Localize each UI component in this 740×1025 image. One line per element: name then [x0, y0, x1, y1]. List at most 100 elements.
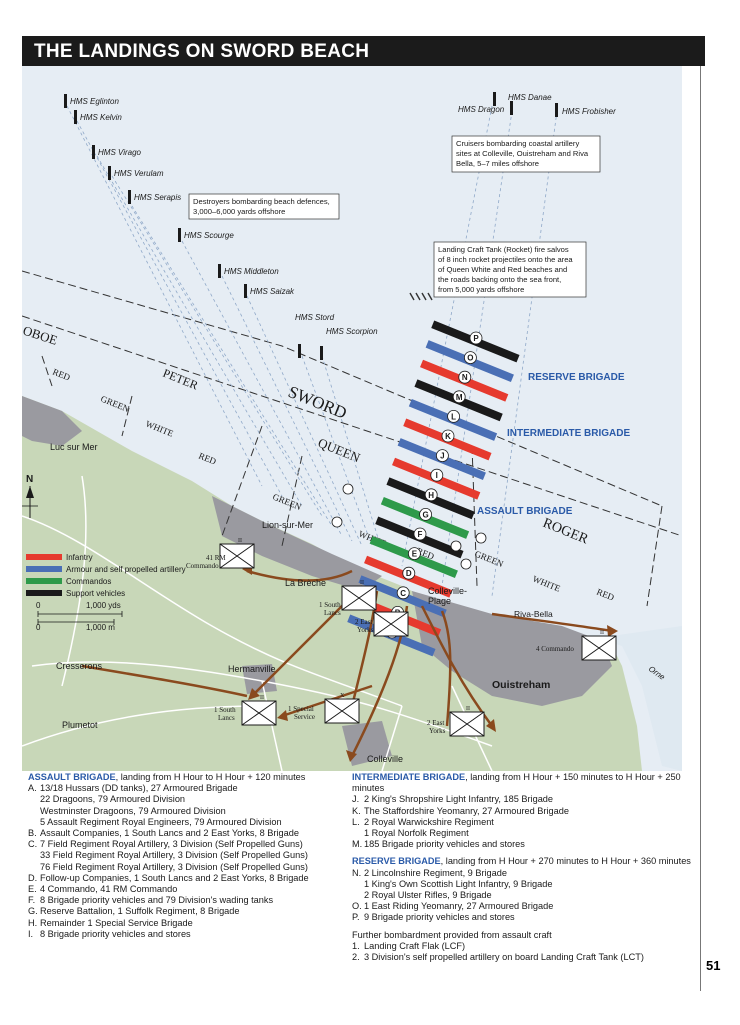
note-assault-letter: G. [28, 906, 38, 917]
callout-cruisers-line3: Bella, 5–7 miles offshore [456, 159, 539, 168]
note-assault-row: 5 Assault Regiment Royal Engineers, 79 A… [28, 817, 346, 828]
unit-label-southlancs-a2: Lancs [324, 609, 341, 617]
note-assault-text: 13/18 Hussars (DD tanks), 27 Armoured Br… [40, 783, 238, 794]
notes-assault-title: ASSAULT BRIGADE [28, 772, 116, 782]
unit-label-eastyorks-a1: 2 East [355, 618, 372, 626]
label-virago: HMS Virago [98, 148, 142, 157]
unit-label-41rm-1: 41 RM [206, 554, 226, 562]
place-breche: La Brèche [285, 578, 326, 588]
unit-label-eastyorks-b2: Yorks [429, 727, 446, 735]
notes-assault-rows: A.13/18 Hussars (DD tanks), 27 Armoured … [28, 783, 346, 940]
note-assault-text: 7 Field Regiment Royal Artillery, 3 Divi… [40, 839, 303, 850]
ship-scorpion [320, 346, 323, 360]
note-intermediate-row: 1 Royal Norfolk Regiment [352, 828, 696, 839]
town-hermanville [242, 664, 277, 694]
key-swatch-support [26, 590, 62, 596]
note-assault-letter [28, 806, 40, 817]
note-assault-text: 8 Brigade priority vehicles and stores [40, 928, 191, 939]
unit-label-eastyorks-b1: 2 East [427, 719, 444, 727]
ship-stord [298, 344, 301, 358]
assault-craft-1a [342, 483, 354, 495]
wave-letter-l: L [451, 412, 456, 421]
map-key: Infantry Armour and self propelled artil… [26, 553, 186, 632]
note-further-letter: 1. [352, 940, 360, 951]
note-assault-text: Remainder 1 Special Service Brigade [40, 917, 193, 928]
wave-letter-p: P [473, 334, 479, 343]
callout-destroyers-box [188, 193, 340, 220]
note-assault-letter: F. [28, 895, 36, 906]
wave-letter-m: M [456, 393, 463, 402]
note-assault-row: G.Reserve Battalion, 1 Suffolk Regiment,… [28, 906, 346, 917]
unit-1-south-lancs-b [241, 700, 277, 726]
key-swatch-armour [26, 566, 62, 572]
note-reserve-text: 2 Lincolnshire Regiment, 9 Brigade [364, 867, 507, 878]
place-hermanville: Hermanville [228, 664, 276, 674]
place-lion: Lion-sur-Mer [262, 520, 313, 530]
place-luc: Luc sur Mer [50, 442, 98, 452]
wave-marker-l [447, 409, 461, 423]
note-intermediate-text: The Staffordshire Yeomanry, 27 Armoured … [364, 805, 569, 816]
key-commandos: Commandos [66, 577, 111, 586]
label-middleton: HMS Middleton [224, 267, 279, 276]
town-lion [212, 496, 382, 591]
ship-saizak [244, 284, 247, 298]
note-further-letter: 2. [352, 952, 360, 963]
note-intermediate-row: K.The Staffordshire Yeomanry, 27 Armoure… [352, 806, 696, 817]
notes-intermediate-rows: J.2 King's Shropshire Light Infantry, 18… [352, 794, 696, 850]
assault-craft-2a [450, 540, 462, 552]
notes-reserve-heading: RESERVE BRIGADE, landing from H Hour + 2… [352, 856, 696, 867]
callout-cruisers-box [451, 135, 601, 173]
unit-2-east-yorks-b [449, 711, 485, 737]
wave-marker-n [458, 370, 472, 384]
wave-marker-g [419, 507, 433, 521]
notes-further-bombardment: Further bombardment provided from assaul… [352, 929, 552, 940]
note-intermediate-letter: M. [352, 839, 363, 850]
title-bar: THE LANDINGS ON SWORD BEACH [22, 36, 705, 66]
callout-cruisers-line1: Cruisers bombarding coastal artillery [456, 139, 579, 148]
note-assault-row: 33 Field Regiment Royal Artillery, 3 Div… [28, 850, 346, 861]
note-assault-letter [28, 817, 40, 828]
note-intermediate-letter: J. [352, 794, 360, 805]
assault-craft-1b [331, 516, 343, 528]
label-assault-brigade: ASSAULT BRIGADE [477, 506, 573, 517]
scale-yds-zero: 0 [36, 601, 41, 610]
unit-2-east-yorks-a [373, 611, 409, 637]
unit-label-eastyorks-a2: Yorks [357, 626, 374, 634]
notes-assault: ASSAULT BRIGADE, landing from H Hour to … [28, 772, 346, 940]
label-reserve-brigade: RESERVE BRIGADE [528, 372, 625, 383]
ship-serapis [128, 190, 131, 204]
wave-letter-o: O [467, 354, 473, 363]
scale-m-zero: 0 [36, 623, 41, 632]
note-assault-text: 5 Assault Regiment Royal Engineers, 79 A… [40, 816, 282, 827]
callout-cruisers-line2: sites at Colleville, Ouistreham and Riva [456, 149, 589, 158]
unit-size-southlancs-b: II [260, 695, 264, 701]
note-further-row: 1.Landing Craft Flak (LCF) [352, 941, 696, 952]
town-ouistreham [412, 591, 612, 706]
wave-letter-e: E [412, 550, 418, 559]
place-colleville-plage-2: Plage [428, 596, 451, 606]
scale-m-max: 1,000 m [86, 623, 115, 632]
note-assault-text: 4 Commando, 41 RM Commando [40, 884, 178, 895]
callout-lct-line4: the roads backing onto the sea front, [438, 275, 561, 284]
note-reserve-letter [352, 890, 364, 901]
ship-verulam [108, 166, 111, 180]
wave-marker-m [452, 390, 466, 404]
unit-label-special-2: Service [294, 713, 315, 721]
note-assault-text: Westminster Dragoons, 79 Armoured Divisi… [40, 805, 226, 816]
note-intermediate-letter: L. [352, 816, 360, 827]
notes-further-rows: 1.Landing Craft Flak (LCF)2.3 Division's… [352, 941, 696, 963]
note-assault-row: F. 8 Brigade priority vehicles and 79 Div… [28, 895, 346, 906]
unit-label-special-1: 1 Special [288, 705, 314, 713]
map-svg: HMS Eglinton HMS Kelvin HMS Virago HMS V… [22, 66, 682, 771]
note-assault-text: 8 Brigade priority vehicles and 79 Divis… [40, 895, 274, 906]
label-frobisher: HMS Frobisher [562, 107, 616, 116]
key-infantry: Infantry [66, 553, 93, 562]
unit-label-4-commando: 4 Commando [536, 645, 574, 653]
note-assault-letter: E. [28, 884, 37, 895]
unit-4-commando [581, 635, 617, 661]
unit-size-4-commando: II [600, 630, 604, 636]
unit-symbols [219, 543, 617, 737]
note-assault-row: E.4 Commando, 41 RM Commando [28, 884, 346, 895]
note-reserve-row: O.1 East Riding Yeomanry, 27 Armoured Br… [352, 901, 696, 912]
wave-letter-c: C [400, 589, 406, 598]
